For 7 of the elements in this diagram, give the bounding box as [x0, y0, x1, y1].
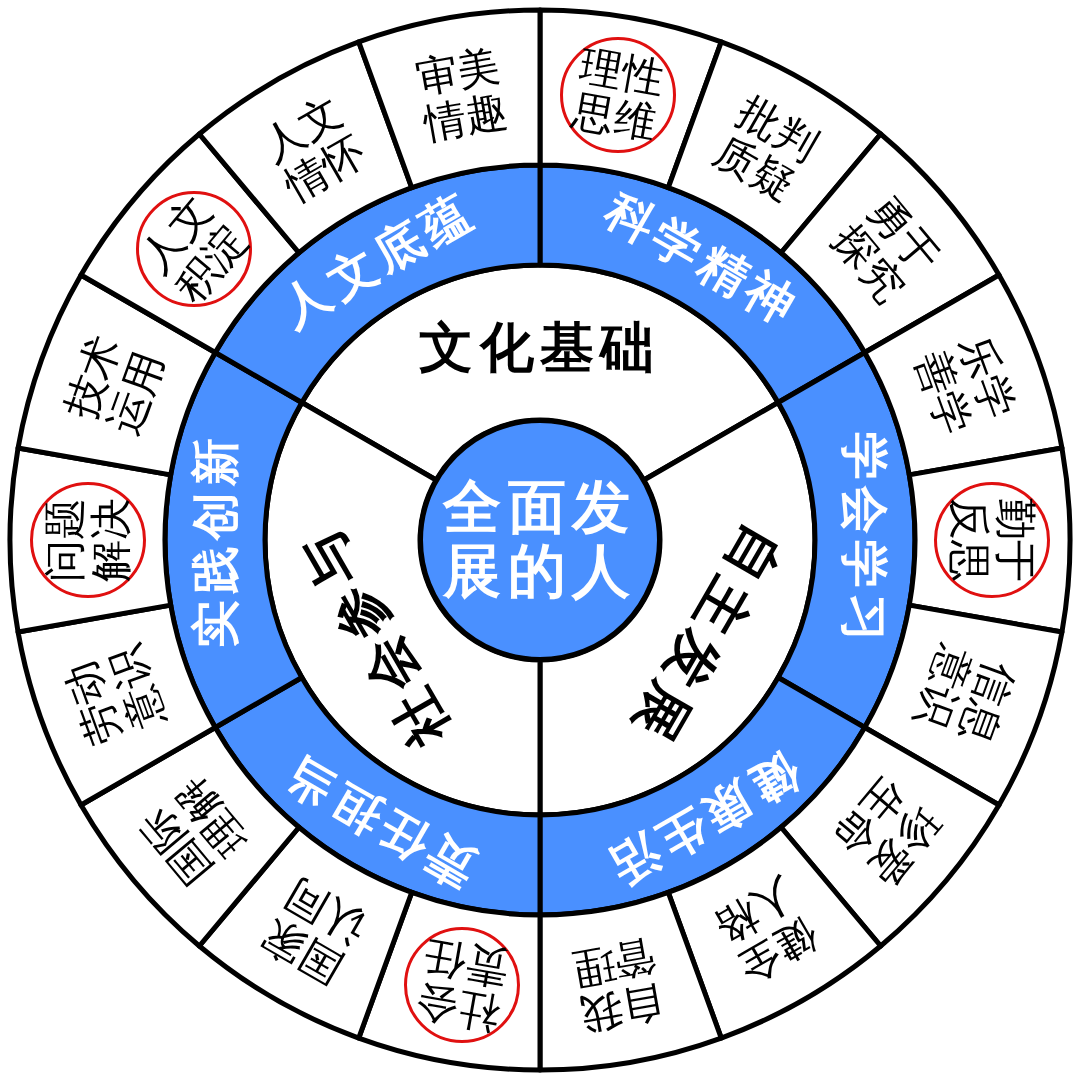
cell-label: 问题解决: [41, 497, 135, 584]
center-label: 全面发展的人: [441, 476, 639, 604]
segment-label: 文化基础: [405, 318, 675, 378]
cell-label: 社会责任: [410, 931, 513, 1039]
cell-label: 勤于反思: [945, 497, 1039, 584]
cell-label: 人文积淀: [128, 185, 258, 314]
cell-label: 理性思维: [567, 41, 670, 149]
